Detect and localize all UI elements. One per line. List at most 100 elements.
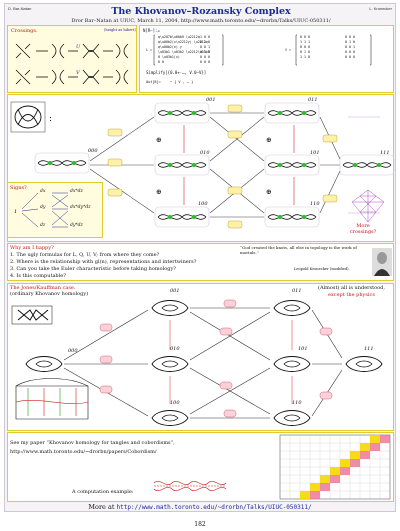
paper-line2: http://www.math.toronto.edu/~drorbn/pape… — [10, 449, 157, 455]
jones-panel: The Jones/Kauffman case. (ordinary Khova… — [7, 283, 394, 431]
code-line1: N[R−]:= — [143, 28, 160, 33]
sign-dy: dy — [40, 205, 46, 210]
svg-text:1 1 0: 1 1 0 — [300, 55, 310, 59]
more-crossings-label: More crossings? — [349, 223, 377, 235]
svg-text:0 0 0: 0 0 0 — [345, 50, 355, 54]
svg-text:0 1 0: 0 1 0 — [345, 40, 355, 44]
jones-cube-diagram — [11, 299, 383, 426]
cube-label-111: 111 — [380, 150, 390, 156]
almost-understood: (Almost) all is understood, — [318, 285, 385, 291]
cube-label-100: 100 — [198, 201, 208, 207]
svg-text:0 \u03b1(x): 0 \u03b1(x) — [158, 55, 180, 59]
cube-node-000 — [34, 152, 90, 174]
knot-diagram — [10, 101, 46, 133]
oplus-3: ⊕ — [266, 136, 272, 144]
matrix-display: L = q\u207b\u00b9 \u2212qq\u00b2(x\u2212… — [146, 34, 372, 66]
svg-text:1 1 1: 1 1 1 — [300, 40, 310, 44]
svg-text:q\u207b\u00b9 \u2212q: q\u207b\u00b9 \u2212q — [158, 35, 200, 39]
cube-colon: : — [49, 114, 53, 124]
svg-text:0 0 0: 0 0 0 — [300, 35, 310, 39]
quote-author: Leopold Kronecker (modified) — [294, 267, 349, 271]
cube-label-000: 000 — [88, 148, 98, 154]
svg-text:0 0 1: 0 0 1 — [200, 45, 210, 49]
crossings-label: Crossings. — [11, 28, 38, 34]
jones-label-110: 110 — [292, 400, 302, 406]
cube-node-001 — [154, 102, 210, 124]
svg-text:\u03b1 \u03b2 \u2212\u03b3: \u03b1 \u03b2 \u2212\u03b3 — [158, 50, 210, 54]
jones-sublabel: (ordinary Khovanov homology) — [10, 291, 89, 297]
cube-diagram — [10, 101, 395, 229]
svg-text:0 0 0: 0 0 0 — [345, 55, 355, 59]
cube-label-101: 101 — [310, 150, 320, 156]
why-item-2: 2. Where is the relationship with gl(n),… — [10, 259, 197, 265]
page-number: 182 — [194, 521, 206, 528]
oplus-4: ⊕ — [266, 188, 272, 196]
svg-text:q\u00b2(x\u2212y) \u2212q: q\u00b2(x\u2212y) \u2212q — [158, 40, 208, 44]
cube-node-010 — [154, 154, 210, 176]
more-at-label: More at — [88, 503, 115, 511]
svg-text:0 1 0: 0 1 0 — [200, 40, 210, 44]
except-physics: except the physics — [328, 292, 375, 298]
homology-table — [279, 434, 391, 500]
sign-dx: dx — [40, 189, 46, 194]
cube-label-001: 001 — [206, 97, 216, 103]
footer: More at http://www.math.toronto.edu/~dro… — [0, 503, 400, 511]
jones-label-100: 100 — [170, 400, 180, 406]
poster-subtitle: Dror Bar–Natan at UIUC, March 11, 2004, … — [71, 18, 331, 24]
jones-label-010: 010 — [170, 346, 180, 352]
cube-node-101 — [264, 154, 320, 176]
crossings-diagram: U V — [15, 43, 129, 85]
svg-text:0 0 0: 0 0 0 — [345, 35, 355, 39]
svg-text:1: 1 — [14, 209, 17, 215]
svg-text:1 0 0: 1 0 0 — [200, 35, 210, 39]
jones-label-001: 001 — [170, 288, 180, 294]
cube-node-110 — [264, 206, 320, 228]
computation-graphics — [153, 434, 391, 500]
code-simplify: Simplify[{0.0+⋅…, V.0−V}] — [146, 70, 207, 75]
jones-label: The Jones/Kauffman case. — [10, 285, 76, 291]
code-out2: − { V , … } — [170, 80, 194, 84]
svg-text:0 0 0: 0 0 0 — [200, 60, 210, 64]
svg-text:0 0 1: 0 0 1 — [345, 45, 355, 49]
sign-dxdz: dx*dz — [70, 189, 83, 194]
jones-label-011: 011 — [292, 288, 302, 294]
svg-text:q\u00b2(x) y: q\u00b2(x) y — [158, 45, 182, 49]
signs-label: Signs? — [10, 185, 27, 191]
paper-line1: See my paper “Khovanov homology for tang… — [10, 440, 175, 446]
cube-label-110: 110 — [310, 201, 320, 207]
jones-label-101: 101 — [298, 346, 308, 352]
v-label: V — [76, 70, 81, 76]
jones-label-000: 000 — [68, 348, 78, 354]
signs-diagram: 1 — [14, 192, 69, 228]
oplus-1: ⊕ — [156, 136, 162, 144]
svg-text:L =: L = — [146, 48, 152, 52]
why-item-4: 4. Is this computable? — [10, 273, 66, 279]
braid-diagram — [153, 481, 227, 491]
oplus-2: ⊕ — [156, 188, 162, 196]
kronecker-portrait — [372, 248, 392, 276]
svg-text:0 1 0: 0 1 0 — [200, 50, 210, 54]
sign-dz: dz — [40, 223, 46, 228]
why-item-1: 1. The ugly formulas for L, Q, U, V; fro… — [10, 252, 160, 258]
hypercube-icon — [351, 189, 385, 223]
why-panel: Why am I happy? 1. The ugly formulas for… — [7, 243, 394, 281]
computation-label: A computation example: — [72, 489, 134, 495]
why-item-3: 3. Can you take the Euler characteristic… — [10, 266, 176, 272]
footer-url[interactable]: http://www.math.toronto.edu/~drorbn/Talk… — [116, 504, 312, 511]
cube-label-011: 011 — [308, 97, 318, 103]
svg-text:V =: V = — [285, 48, 291, 52]
poster-title: The Khovanov–Rozansky Complex — [111, 6, 291, 17]
left-author: D. Bar-Natan — [8, 6, 32, 11]
svg-text:0 0: 0 0 — [158, 60, 164, 64]
code-out: Out[8]= — [146, 80, 161, 84]
kronecker-quote: “God created the knots, all else in topo… — [240, 245, 357, 255]
height-note: (height as hibert) — [104, 28, 136, 32]
sign-dydz: dy*dz — [70, 223, 83, 228]
crossings-panel: Crossings. (height as hibert) U V — [7, 25, 137, 93]
right-author: L. Kronecker — [369, 6, 392, 11]
svg-text:0 1 0: 0 1 0 — [300, 50, 310, 54]
cube-label-010: 010 — [200, 150, 210, 156]
trefoil-diagram — [11, 305, 53, 325]
cube-node-011 — [264, 102, 320, 124]
